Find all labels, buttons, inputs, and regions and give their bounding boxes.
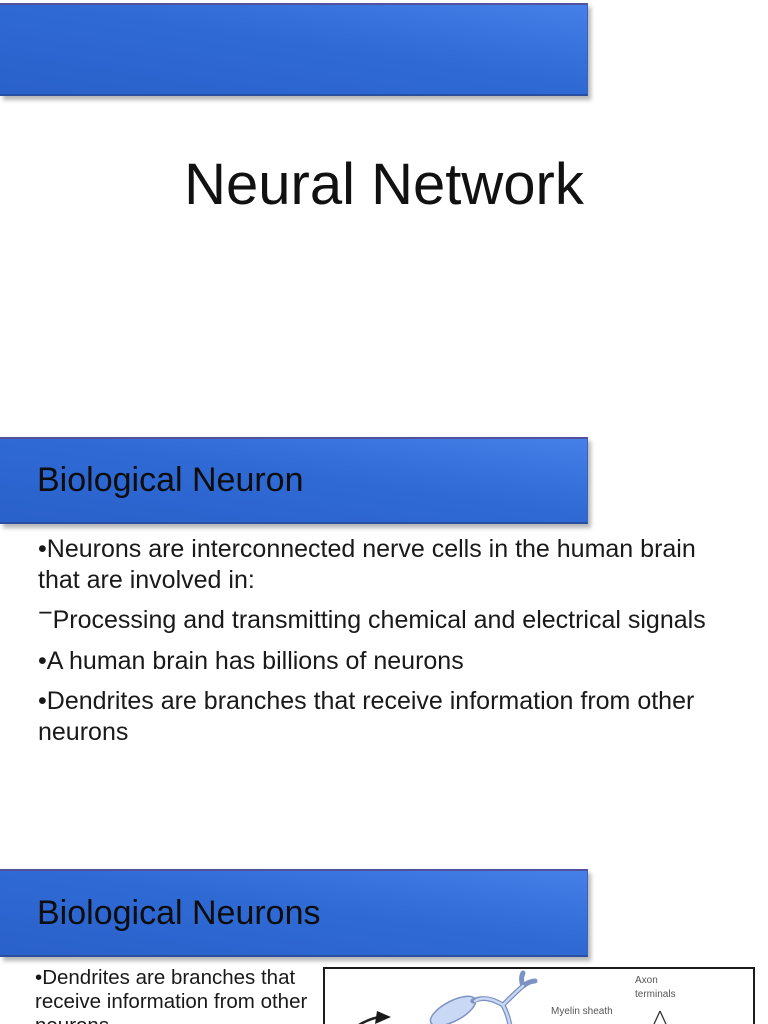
bullet-text: Dendrites are branches that receive info… (38, 687, 695, 746)
slide3-body: •Dendrites are branches that receive inf… (35, 966, 337, 1024)
dendrite-branch-fill (473, 984, 525, 1024)
neuron-diagram: Axon terminals Myelin sheath (323, 967, 755, 1024)
bullet-item: •Dendrites are branches that receive inf… (38, 686, 718, 747)
axon-terminals-label: Axon terminals (635, 974, 676, 1002)
bullet-marker: • (35, 966, 43, 989)
dash-marker: − (38, 599, 53, 627)
slide1-header-banner (0, 3, 588, 96)
bullet-marker: • (38, 535, 47, 563)
slide2-header-banner: Biological Neuron (0, 437, 588, 524)
bullet-marker: • (38, 687, 47, 715)
bullet-text: Dendrites are branches that receive info… (35, 966, 308, 1024)
bullet-item: •A human brain has billions of neurons (38, 646, 718, 677)
axon-terminal-branch (653, 1010, 667, 1024)
slide2-title: Biological Neuron (37, 461, 304, 499)
axon-label-line1: Axon (635, 975, 658, 986)
deck-title: Neural Network (184, 152, 584, 217)
bullet-marker: • (38, 646, 47, 675)
slide2-body: •Neurons are interconnected nerve cells … (38, 534, 718, 757)
axon-label-line2: terminals (635, 989, 676, 1000)
bullet-item: −Processing and transmitting chemical an… (38, 599, 718, 636)
bullet-text: A human brain has billions of neurons (46, 646, 464, 675)
slide3-title: Biological Neurons (37, 893, 321, 932)
bullet-item: •Dendrites are branches that receive inf… (35, 966, 337, 1024)
neuron-diagram-shapes (358, 970, 667, 1024)
dendrite-leaf (429, 995, 477, 1024)
bullet-text: Neurons are interconnected nerve cells i… (38, 535, 696, 594)
bullet-text: Processing and transmitting chemical and… (52, 606, 706, 634)
bullet-item: •Neurons are interconnected nerve cells … (38, 534, 718, 595)
slide3-header-banner: Biological Neurons (0, 869, 588, 957)
arrow-head-icon (375, 1011, 391, 1024)
arrow-line (358, 1015, 380, 1024)
myelin-sheath-label: Myelin sheath (551, 1006, 613, 1017)
